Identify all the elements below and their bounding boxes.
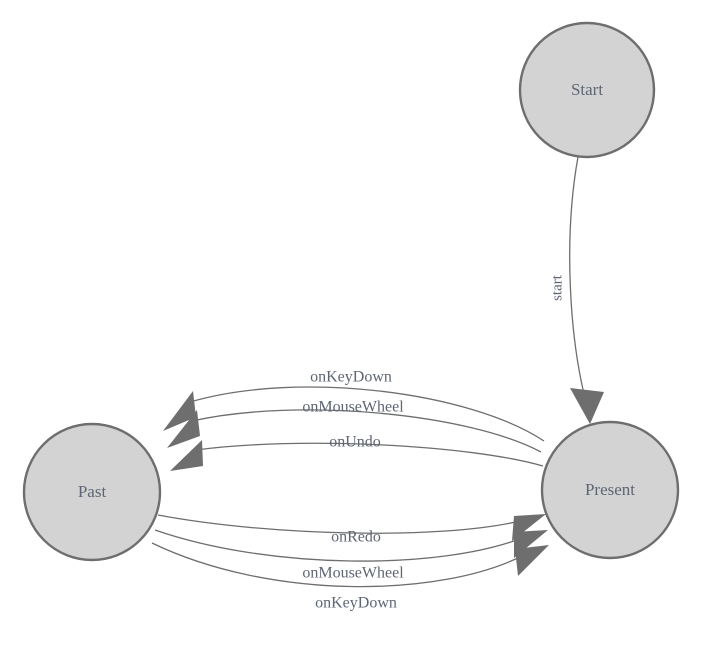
edge-past-to-present-onredo xyxy=(157,514,521,534)
node-present[interactable]: Present xyxy=(540,420,680,560)
edge-label-past-to-present-onkeydown: onKeyDown xyxy=(315,595,397,612)
edge-label-start: start xyxy=(549,274,565,301)
node-past-circle[interactable] xyxy=(22,422,162,562)
node-past-label: Past xyxy=(78,482,107,501)
node-present-label: Present xyxy=(585,480,635,499)
edge-label-present-to-past-onkeydown: onKeyDown xyxy=(310,369,392,386)
edge-past-to-present-onkeydown xyxy=(151,542,525,588)
arrowhead-present-start xyxy=(570,388,604,424)
node-start-label: Start xyxy=(571,80,603,99)
edge-group-start-to-present xyxy=(569,156,604,424)
arrowhead-past-3 xyxy=(170,440,203,471)
edge-present-to-past-onkeydown xyxy=(189,386,545,442)
edge-label-past-to-present-onmousewheel: onMouseWheel xyxy=(302,565,404,582)
edge-start-to-present xyxy=(569,156,587,403)
edge-present-to-past-onmousewheel xyxy=(191,409,542,453)
arrowhead-past-2 xyxy=(167,410,200,448)
arrowhead-present-3 xyxy=(515,545,549,576)
node-start-circle[interactable] xyxy=(518,21,656,159)
edge-label-present-to-past-onundo: onUndo xyxy=(329,434,381,451)
edge-label-past-to-present-onredo: onRedo xyxy=(331,529,381,546)
edge-past-to-present-onmousewheel xyxy=(154,529,523,562)
edge-present-to-past-onundo xyxy=(195,442,544,467)
arrowhead-past-1 xyxy=(163,391,196,431)
node-past[interactable]: Past xyxy=(22,422,162,562)
node-start[interactable]: Start xyxy=(518,21,656,159)
node-present-circle[interactable] xyxy=(540,420,680,560)
edge-group-past-to-present xyxy=(151,514,549,588)
edge-label-present-to-past-onmousewheel: onMouseWheel xyxy=(302,399,404,416)
edge-group-present-to-past xyxy=(163,386,545,471)
